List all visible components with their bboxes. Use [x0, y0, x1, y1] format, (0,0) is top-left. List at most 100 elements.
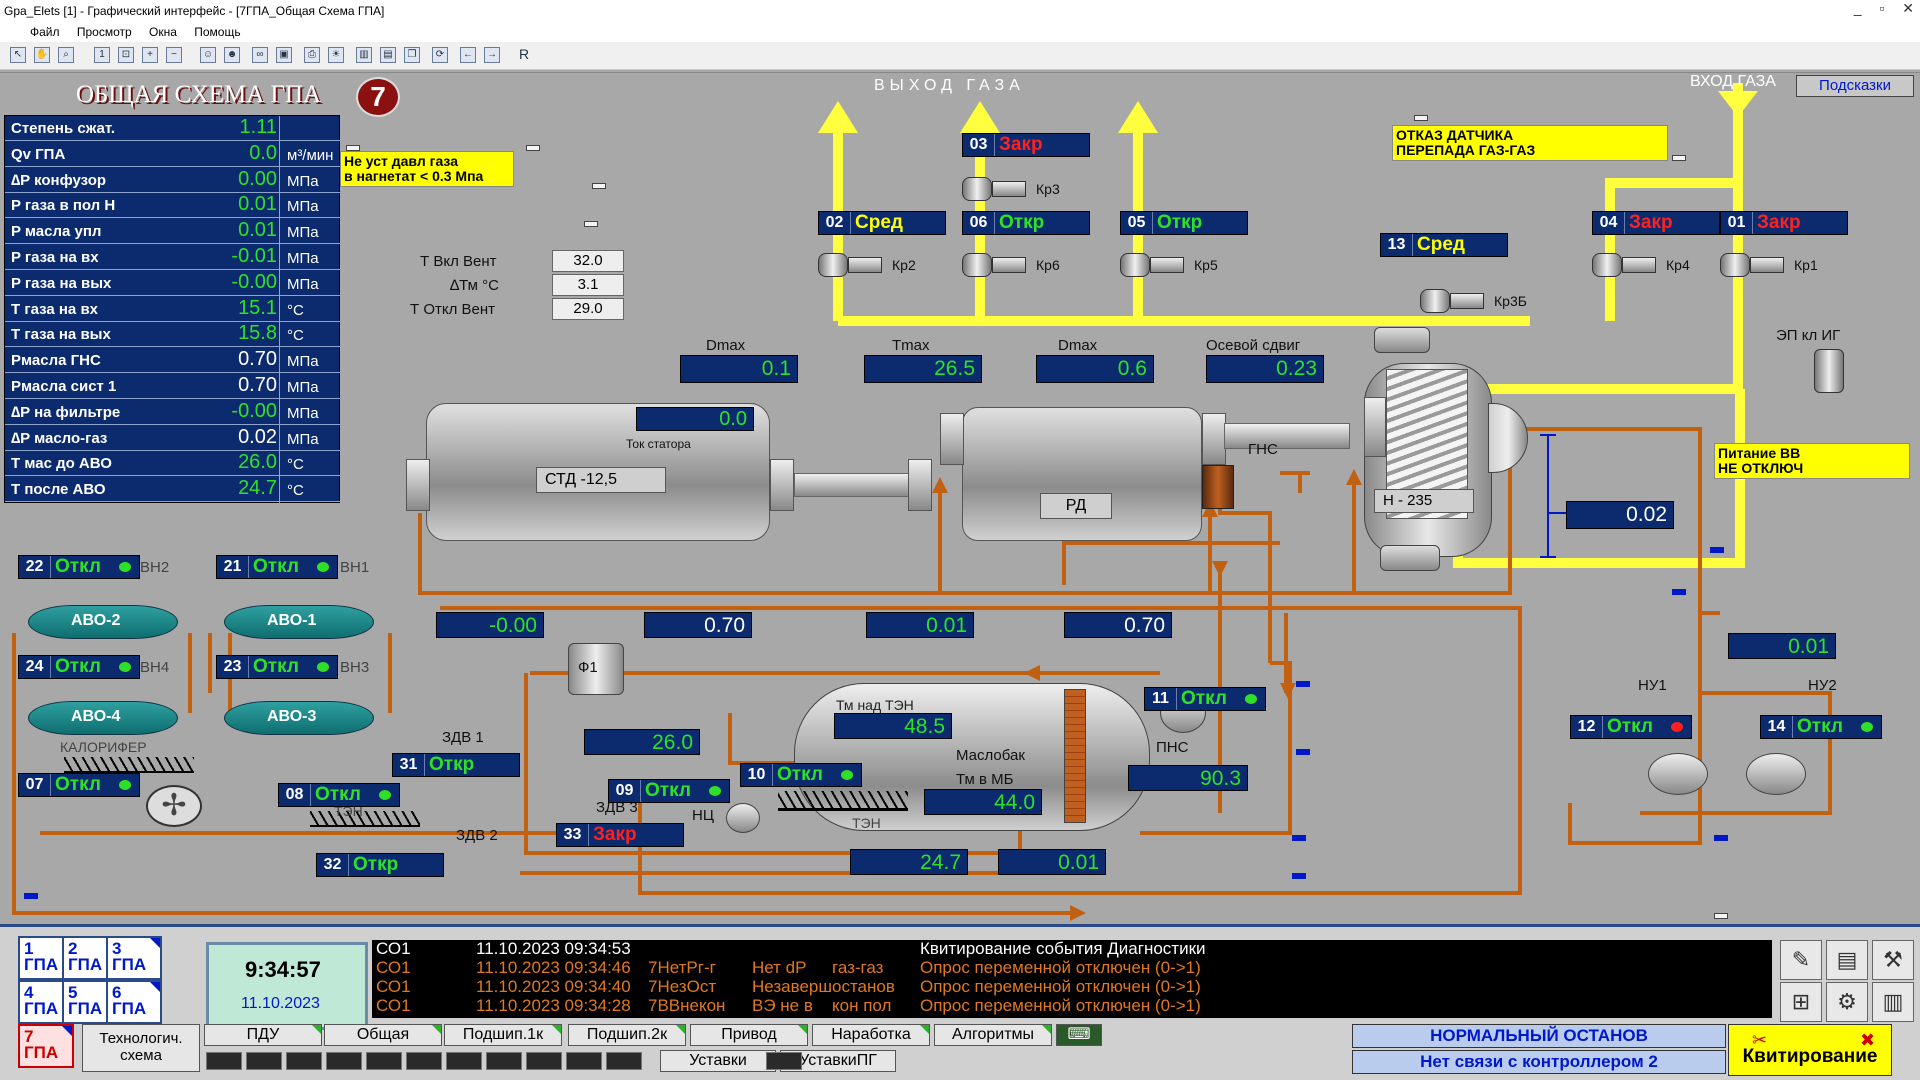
book-icon[interactable]: ▥ [1872, 982, 1914, 1022]
valve-name: Кр5 [1194, 257, 1218, 273]
back-icon[interactable]: ← [460, 47, 476, 63]
nc-pump-icon[interactable] [726, 803, 760, 833]
maximize-button[interactable]: ▫ [1879, 0, 1885, 16]
fan-off-value[interactable]: 29.0 [552, 298, 624, 320]
gns-pump [1202, 465, 1234, 509]
valve-02-icon[interactable] [818, 249, 890, 281]
tools-icon[interactable]: ⚒ [1872, 940, 1914, 980]
minimize-button[interactable]: _ [1853, 0, 1862, 16]
zoom-out-icon[interactable]: − [166, 47, 182, 63]
valve-06-icon[interactable] [962, 249, 1034, 281]
tab2-0[interactable]: Уставки [660, 1050, 776, 1072]
log-cell: Нет dP [752, 958, 807, 977]
tab-0[interactable]: ПДУ [204, 1024, 322, 1046]
users-icon[interactable]: ☻ [224, 47, 240, 63]
r-button[interactable]: R [518, 46, 530, 62]
menu-file[interactable]: Файл [30, 25, 60, 39]
report-icon[interactable]: ▤ [1826, 940, 1868, 980]
param-label: Рмасла ГНС [11, 352, 101, 370]
user-icon[interactable]: ☺ [200, 47, 216, 63]
tmax-label: Tmax [892, 337, 930, 354]
bulb-icon[interactable]: ☀ [328, 47, 344, 63]
menu-windows[interactable]: Окна [149, 25, 177, 39]
ep-valve-icon[interactable] [1814, 349, 1844, 393]
zoom-1-1-icon[interactable]: 1 [94, 47, 110, 63]
abo-2[interactable]: АВО-2 [28, 605, 178, 639]
fan-dt-value[interactable]: 3.1 [552, 274, 624, 296]
abo-3[interactable]: АВО-3 [224, 701, 374, 735]
tile-horizontal-icon[interactable]: ▤ [380, 47, 396, 63]
log-cell: 11.10.2023 09:34:46 [476, 958, 631, 977]
acknowledge-button[interactable]: Квитирование [1728, 1024, 1892, 1076]
keyboard-icon[interactable]: ⌨ [1056, 1024, 1102, 1046]
zoom-in-icon[interactable]: + [142, 47, 158, 63]
abo-1[interactable]: АВО-1 [224, 605, 374, 639]
tab-1[interactable]: Общая [324, 1024, 442, 1046]
fan-icon[interactable]: ✢ [146, 785, 202, 827]
tmax-value: 26.5 [864, 355, 982, 383]
forward-icon[interactable]: → [484, 47, 500, 63]
tab-5[interactable]: Наработка [812, 1024, 930, 1046]
valve-13-icon[interactable] [1420, 285, 1492, 317]
close-button[interactable]: ✕ [1902, 0, 1914, 16]
valve-01-icon[interactable] [1720, 249, 1792, 281]
fan-off-label: Т Откл Вент [410, 301, 496, 318]
log-cell: СО1 [376, 939, 411, 958]
wrench-icon[interactable]: ✎ [1780, 940, 1822, 980]
zoom-fit-icon[interactable]: ⊡ [118, 47, 134, 63]
cascade-icon[interactable]: ❐ [404, 47, 420, 63]
refresh-icon[interactable]: ⟳ [432, 47, 448, 63]
abo-4[interactable]: АВО-4 [28, 701, 178, 735]
menu-help[interactable]: Помощь [194, 25, 241, 39]
tab2-1[interactable]: УставкиПГ [780, 1050, 896, 1072]
tab-6[interactable]: Алгоритмы [934, 1024, 1052, 1046]
diagnostics-icon[interactable]: ⚙ [1826, 982, 1868, 1022]
print-icon[interactable]: ⎙ [304, 47, 320, 63]
valve-03-icon[interactable] [962, 173, 1034, 205]
pointer-icon[interactable]: ↖ [10, 47, 26, 63]
hand-icon[interactable]: ✋ [34, 47, 50, 63]
image-icon[interactable]: ▣ [276, 47, 292, 63]
tab-4[interactable]: Привод [690, 1024, 808, 1046]
tech-scheme-button[interactable]: Технологич. схема [82, 1024, 200, 1072]
tile-vertical-icon[interactable]: ▥ [356, 47, 372, 63]
valve-05-icon[interactable] [1120, 249, 1192, 281]
tab-2[interactable]: Подшип.1к [444, 1024, 562, 1046]
nu2-pump-icon[interactable] [1746, 753, 1806, 795]
zoom-icon[interactable]: ⌕ [58, 47, 74, 63]
tab-3[interactable]: Подшип.2к [568, 1024, 686, 1046]
network-icon[interactable]: ⊞ [1780, 982, 1822, 1022]
hints-button[interactable]: Подсказки [1796, 75, 1914, 97]
binoculars-icon[interactable]: ∞ [252, 47, 268, 63]
fan-on-value[interactable]: 32.0 [552, 250, 624, 272]
nu1-pump-icon[interactable] [1648, 753, 1708, 795]
valve-04-icon[interactable] [1592, 249, 1664, 281]
menu-view[interactable]: Просмотр [76, 25, 132, 39]
window-controls[interactable]: _ ▫ ✕ [1840, 0, 1914, 17]
